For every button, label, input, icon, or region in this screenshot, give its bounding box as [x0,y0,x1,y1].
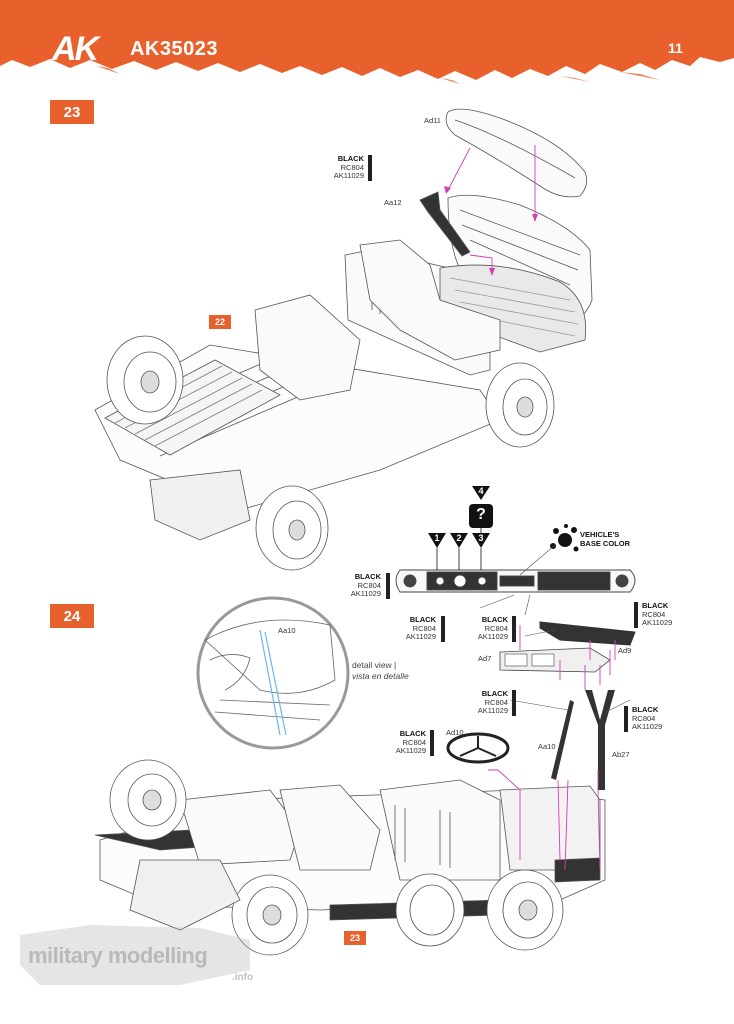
ak-logo: AK [52,30,99,68]
paint-swatch-black [624,706,628,732]
product-code: AK35023 [130,38,219,60]
page-header: AK AK35023 11 [0,0,734,90]
paint-name: BLACK [354,572,381,581]
base-color-label: VEHICLE'S BASE COLOR [580,530,630,548]
rear-seat-drawing [254,294,361,401]
paint-ref-ak: AK11029 [405,632,436,641]
paint-callout-aa10: BLACK RC804 AK11029 [472,689,508,716]
paint-ref-rc: RC804 [357,580,381,590]
rear-right-wheel-drawing [255,485,329,571]
part-ad11-drawing [445,108,588,198]
watermark-suffix: .info [232,972,254,983]
page-number: 11 [668,40,683,56]
unknown-color-icon: ? [476,506,486,523]
paint-swatch-black [512,616,516,642]
paint-callout-panel: BLACK RC804 AK11029 [472,615,508,642]
paint-swatch-black [430,730,434,756]
paint-name: BLACK [632,705,659,714]
paint-swatch-black [634,602,638,628]
paint-callout-cluster: BLACK RC804 AK11029 [400,615,436,642]
part-ad10-drawing [446,732,510,764]
part-ab27-drawing [585,690,615,790]
paint-callout-ab27: BLACK RC804 AK11029 [632,705,672,732]
part-label-aa10: Aa10 [538,742,556,751]
base-color-line1: VEHICLE'S [580,530,620,539]
part-label-ad10: Ad10 [446,728,464,737]
sub-assembly-ref-23: 23 [344,931,366,945]
part-aa12-drawing [419,191,471,257]
rear-left-wheel-drawing [106,335,184,425]
front-right-wheel-drawing [485,362,555,448]
order-number-2: 2 [456,533,462,543]
detail-view-caption: detail view | vista en detalle [352,660,409,682]
paint-name: BLACK [481,615,508,624]
paint-ref-rc: RC804 [642,609,666,619]
paint-callout-dash-left: BLACK RC804 AK11029 [345,572,381,599]
front-seat-drawing [359,239,501,361]
paint-name: BLACK [399,729,426,738]
paint-swatch-black [512,690,516,716]
base-color-line2: BASE COLOR [580,539,631,548]
step-number-23: 23 [50,100,94,124]
paint-name: BLACK [642,601,669,610]
part-ad7-drawing [499,647,611,673]
sub-assembly-ref-22: 22 [209,315,231,329]
paint-ref-rc: RC804 [412,623,436,633]
paint-callout-ad9: BLACK RC804 AK11029 [642,601,682,628]
paint-ref-ak: AK11029 [350,589,381,598]
paint-ref-rc: RC804 [484,623,508,633]
paint-ref-ak: AK11029 [395,746,426,755]
order-number-4: 4 [478,486,484,496]
part-label-ab27: Ab27 [612,750,630,759]
part-label-ad7: Ad7 [478,654,492,663]
paint-ref-ak: AK11029 [477,706,508,715]
order-number-markers [428,486,493,570]
header-brush-banner [0,0,734,84]
detail-caption-es: vista en detalle [352,671,409,681]
detail-part-label: Aa10 [278,626,296,635]
paint-ref-rc: RC804 [632,713,656,723]
paint-ref-rc: RC804 [340,162,364,172]
detail-caption-en: detail view | [352,660,397,670]
step-number-24: 24 [50,604,94,628]
paint-ref-rc: RC804 [484,697,508,707]
paint-swatch-black [386,573,390,599]
order-number-1: 1 [434,533,440,543]
paint-ref-ak: AK11029 [333,171,364,180]
part-ad9-drawing [539,621,636,646]
paint-callout-ad10: BLACK RC804 AK11029 [390,729,426,756]
paint-swatch-black [368,155,372,181]
paint-name: BLACK [481,689,508,698]
base-color-splat-icon [550,524,579,552]
step24-wheels [109,759,564,956]
paint-ref-ak: AK11029 [477,632,508,641]
paint-ref-ak: AK11029 [632,722,663,731]
paint-name: BLACK [409,615,436,624]
paint-ref-rc: RC804 [402,737,426,747]
paint-callout-step23: BLACK RC804 AK11029 [330,154,364,181]
detail-view-circle [196,596,350,750]
order-number-3: 3 [478,533,484,543]
part-aa10-drawing [551,700,574,780]
part-label-ad11: Ad11 [424,116,441,125]
part-label-ad9: Ad9 [618,646,632,655]
watermark-text: military modelling [28,943,208,968]
floor-mat-drawing [439,264,587,353]
paint-name: BLACK [337,154,364,163]
part-label-aa12: Aa12 [384,198,402,207]
paint-ref-ak: AK11029 [642,618,673,627]
paint-swatch-black [441,616,445,642]
